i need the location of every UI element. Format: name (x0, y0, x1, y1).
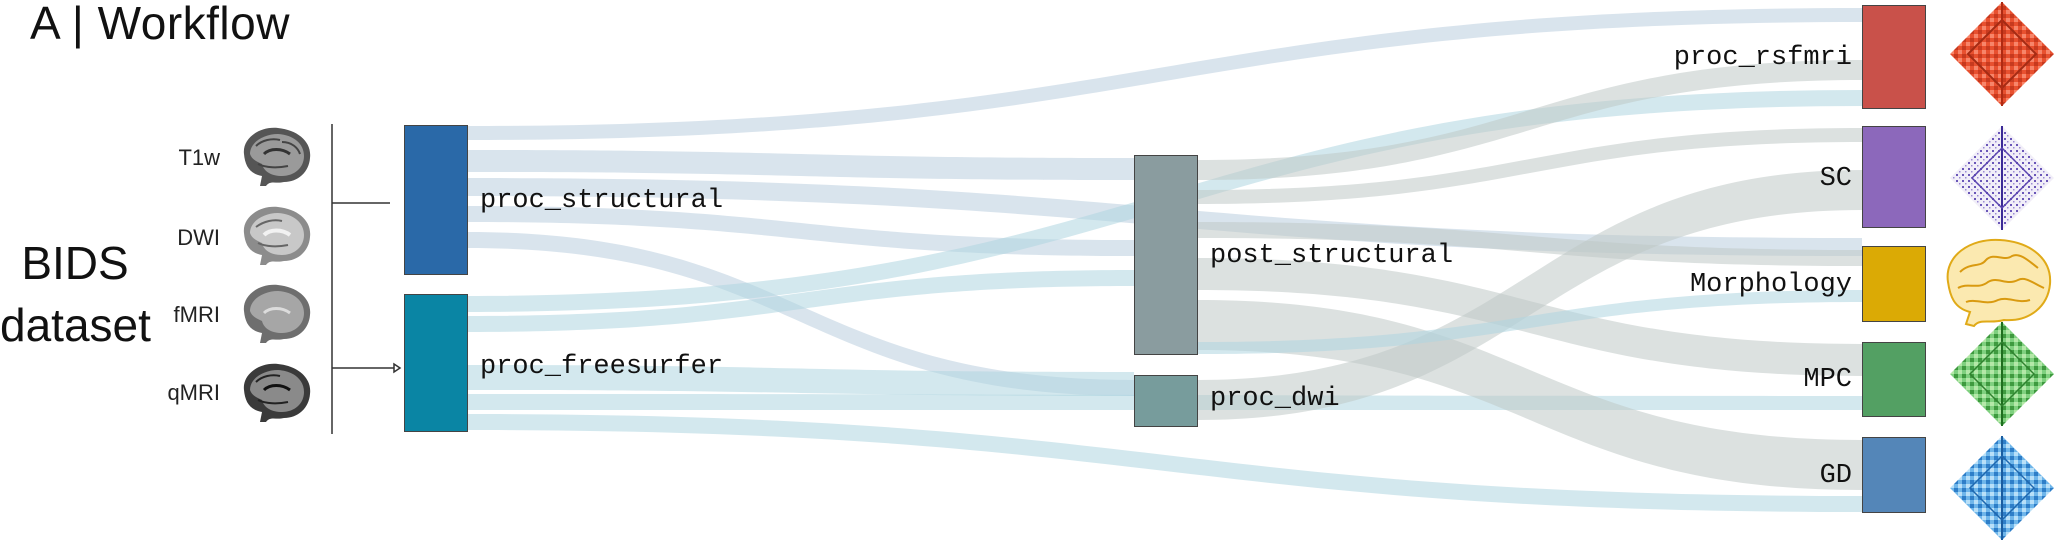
flow-post-to-morphology (1198, 222, 1862, 266)
flow-structural-to-post-2 (468, 206, 1134, 256)
node-proc-rsfmri (1862, 5, 1926, 109)
flow-post-to-rsfmri (1198, 60, 1862, 180)
bids-label-line2: dataset (0, 299, 151, 351)
flow-dwi-to-sc (1198, 170, 1862, 420)
node-post-structural (1134, 155, 1198, 355)
flow-freesurfer-to-gd (468, 414, 1862, 512)
node-proc-freesurfer (404, 294, 468, 432)
label-sc: SC (1819, 164, 1852, 194)
node-sc (1862, 126, 1926, 228)
label-mpc: MPC (1803, 365, 1852, 395)
brain-t1w-icon (243, 127, 311, 186)
morphology-brain-icon (1946, 238, 2052, 328)
label-proc-dwi: proc_dwi (1210, 384, 1340, 414)
label-proc-freesurfer: proc_freesurfer (480, 352, 724, 382)
label-gd: GD (1819, 461, 1852, 491)
modality-label-t1w: T1w (178, 145, 220, 170)
modality-label-qmri: qMRI (167, 380, 220, 405)
brain-fmri-icon (243, 284, 311, 343)
matrix-gd-icon (1950, 436, 2054, 540)
node-proc-dwi (1134, 375, 1198, 427)
input-bracket (331, 124, 402, 434)
brain-qmri-icon (243, 363, 311, 422)
figure-title: A | Workflow (30, 0, 290, 49)
label-proc-structural: proc_structural (480, 186, 724, 216)
flow-freesurfer-to-dwi (468, 365, 1134, 396)
bids-dataset-label: BIDS dataset (0, 232, 151, 356)
label-proc-rsfmri: proc_rsfmri (1673, 43, 1852, 73)
flow-structural-to-rsfmri (468, 8, 1862, 140)
modality-label-fmri: fMRI (173, 302, 220, 327)
bids-label-line1: BIDS (21, 237, 129, 289)
node-proc-structural (404, 125, 468, 275)
label-post-structural: post_structural (1210, 241, 1454, 271)
node-gd (1862, 437, 1926, 513)
flow-structural-to-post (468, 150, 1134, 180)
node-mpc (1862, 342, 1926, 417)
modality-label-dwi: DWI (177, 225, 220, 250)
flow-post-to-morphology-2 (1198, 290, 1862, 354)
flow-post-to-sc (1198, 128, 1862, 204)
flow-structural-to-dwi (468, 232, 1134, 396)
matrix-mpc-icon (1950, 322, 2054, 426)
matrix-sc-icon (1950, 126, 2054, 230)
label-morphology: Morphology (1689, 270, 1852, 300)
node-morphology (1862, 246, 1926, 322)
flow-freesurfer-to-post (468, 270, 1134, 332)
matrix-rsfmri-icon (1950, 2, 2054, 106)
brain-dwi-icon (243, 206, 311, 265)
